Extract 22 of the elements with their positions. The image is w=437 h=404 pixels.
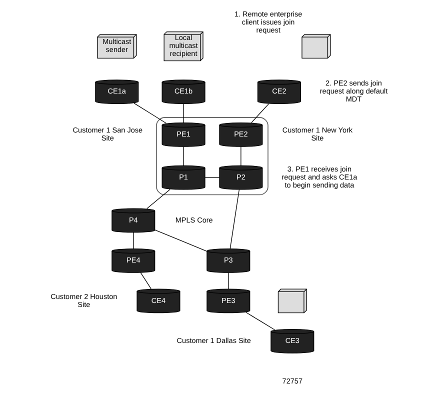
node-label: 1. Remote enterprise client issues join request (234, 9, 302, 34)
connector (133, 102, 166, 124)
label: Customer 1 New York Site (282, 126, 352, 143)
label: MPLS Core (174, 215, 212, 224)
label: Customer 1 Dallas Site (176, 336, 250, 346)
cluster (156, 117, 268, 196)
connector (240, 146, 241, 166)
label: 3. PE1 receives join request and asks CE1a to begin sending data (281, 164, 357, 190)
label: Customer 2 Houston Site (50, 292, 117, 309)
connector (182, 104, 184, 124)
connector (204, 177, 220, 178)
connector (132, 232, 134, 250)
label: Customer 1 San Jose Site (72, 126, 142, 143)
connector (245, 312, 275, 330)
label: 2. PE2 sends join request along default MDT (319, 78, 388, 104)
connector (229, 189, 240, 250)
connector (250, 104, 269, 124)
connector (146, 189, 170, 209)
connector (182, 146, 184, 166)
connector (154, 230, 207, 252)
connector (140, 272, 151, 290)
label: 72757 (282, 376, 302, 386)
